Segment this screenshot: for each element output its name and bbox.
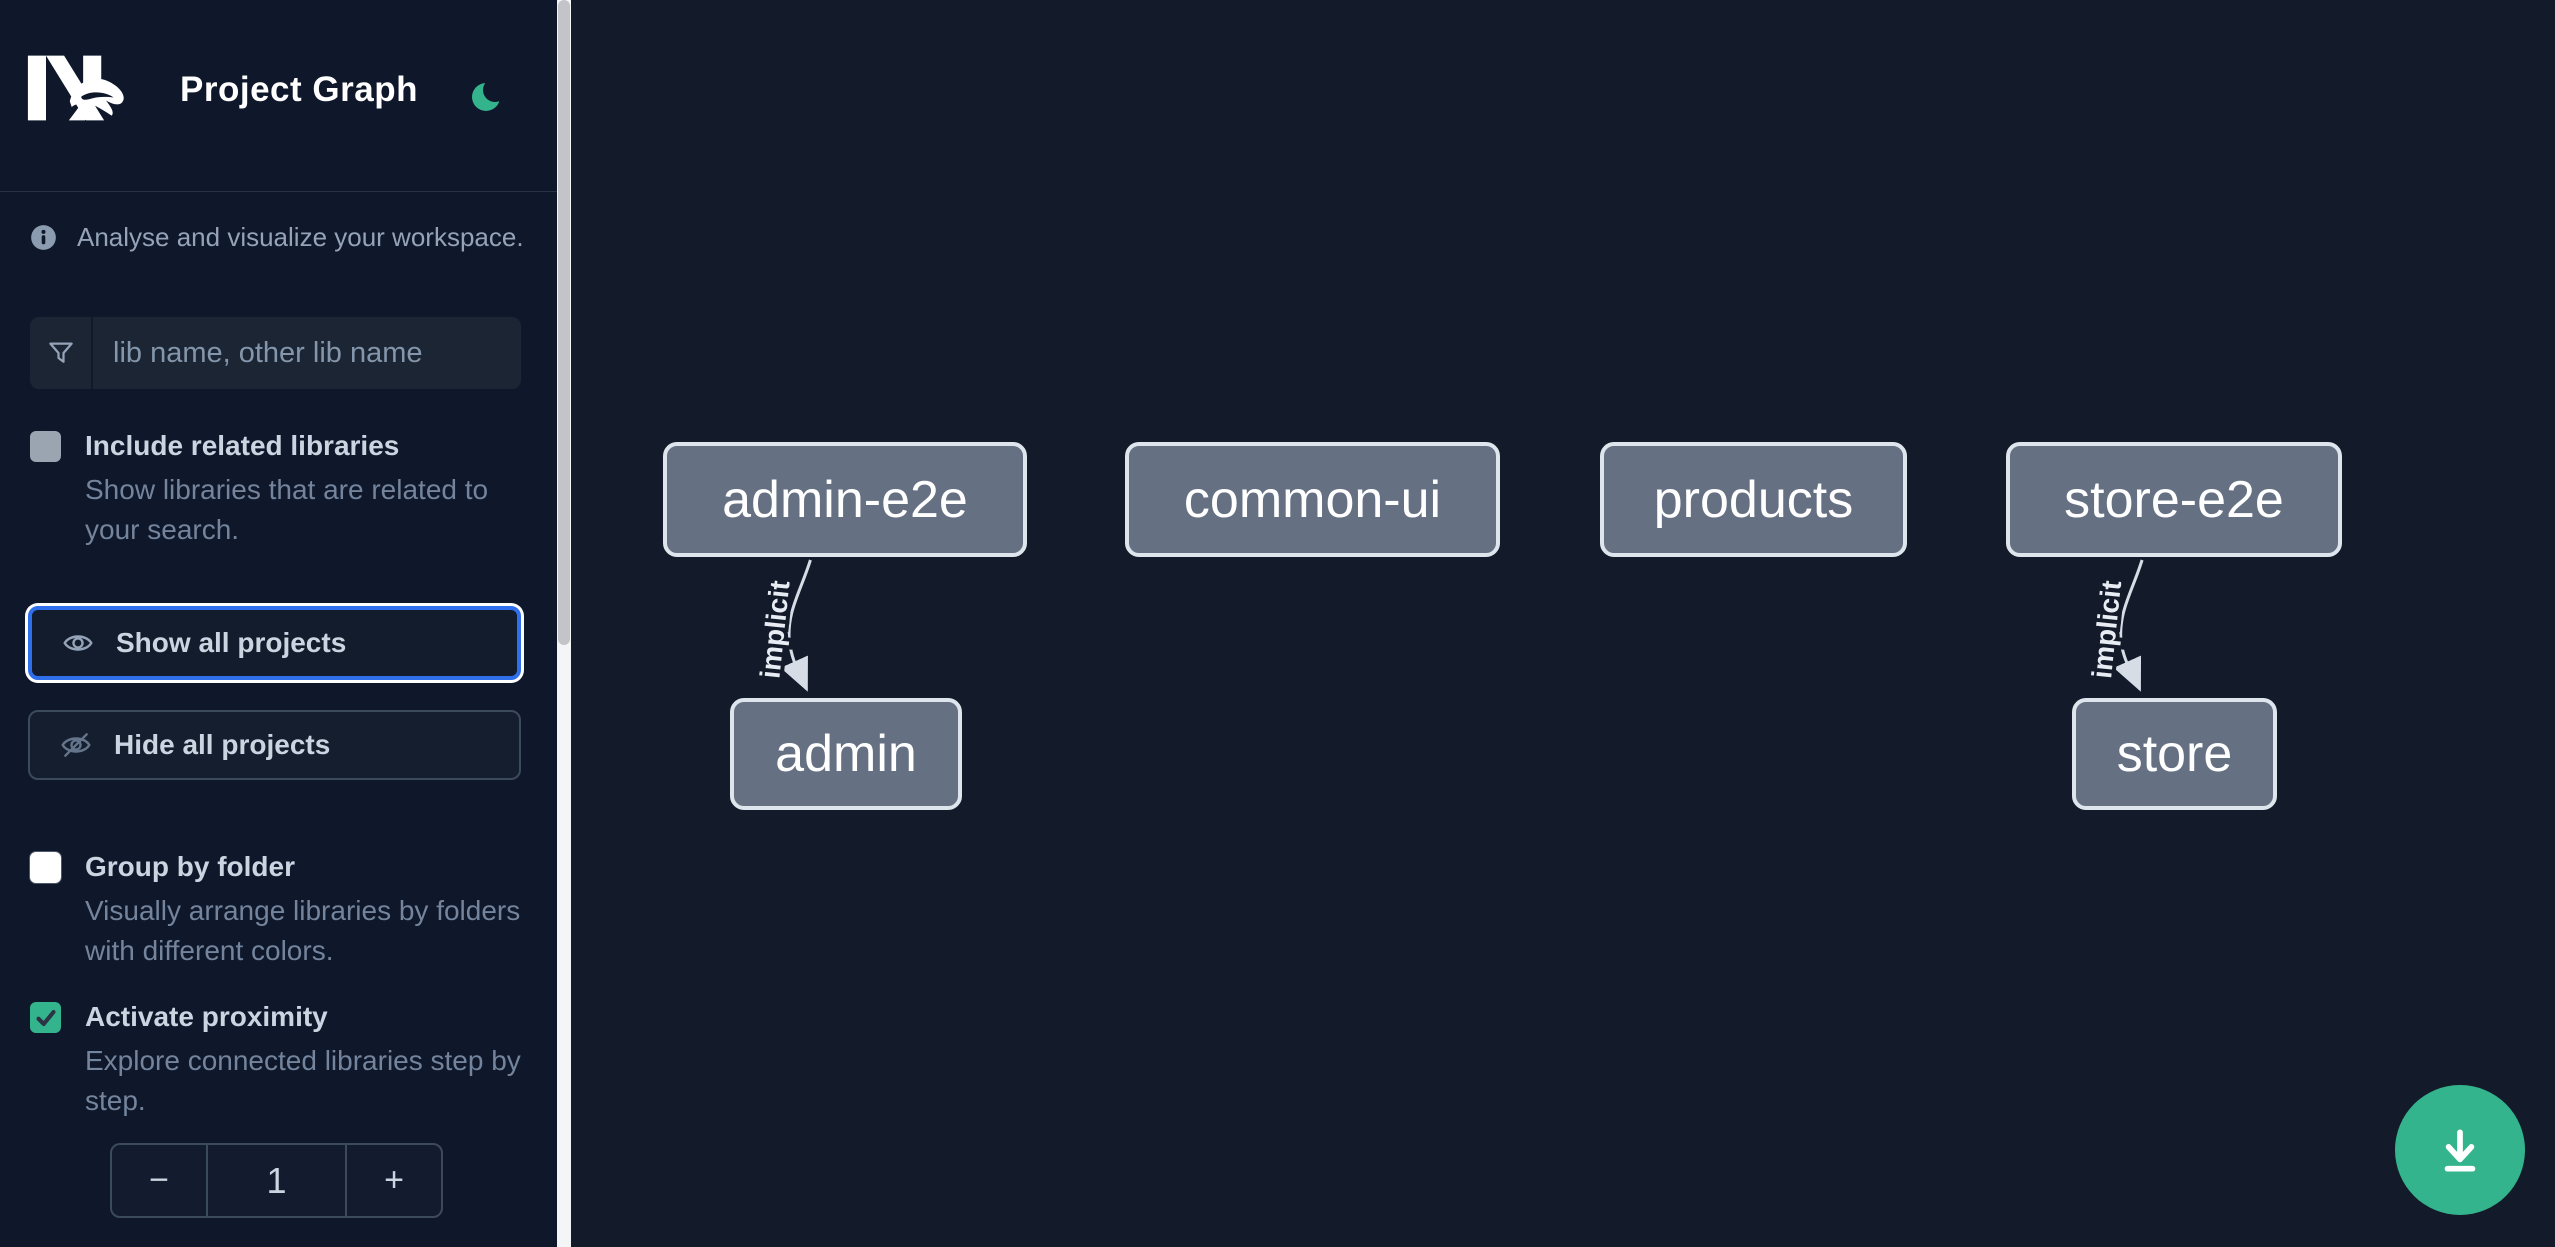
sidebar-header: Project Graph — [0, 0, 557, 192]
activate-proximity-description: Explore connected libraries step by step… — [85, 1045, 521, 1116]
filter-box — [30, 317, 521, 389]
workspace-tagline: Analyse and visualize your workspace. — [77, 222, 524, 252]
eye-off-icon — [61, 733, 91, 757]
include-related-label: Include related libraries — [85, 430, 400, 461]
proximity-decrement-button[interactable]: − — [112, 1145, 208, 1216]
show-all-projects-label: Show all projects — [116, 627, 347, 658]
sidebar-scrollbar-track[interactable] — [557, 0, 571, 1247]
filter-input[interactable] — [93, 317, 521, 389]
edge-label: implicit — [2086, 579, 2127, 680]
graph-node-admin[interactable]: admin — [730, 698, 962, 810]
graph-node-products[interactable]: products — [1600, 442, 1907, 557]
activate-proximity-row: Activate proximity Explore connected lib… — [30, 1000, 525, 1121]
proximity-value: 1 — [266, 1159, 287, 1201]
graph-node-admin-e2e[interactable]: admin-e2e — [663, 442, 1027, 557]
check-icon — [35, 1009, 56, 1026]
group-by-folder-row: Group by folder Visually arrange librari… — [30, 850, 525, 971]
hide-all-projects-label: Hide all projects — [114, 729, 331, 760]
graph-node-store-e2e[interactable]: store-e2e — [2006, 442, 2342, 557]
download-fab[interactable] — [2395, 1085, 2525, 1215]
graph-node-store[interactable]: store — [2072, 698, 2277, 810]
graph-canvas[interactable]: implicit implicit admin-e2e common-ui produc… — [571, 0, 2555, 1247]
filter-icon-cell — [30, 317, 93, 389]
page-title: Project Graph — [180, 70, 418, 109]
sidebar: Project Graph Analyse and visualize your… — [0, 0, 557, 1247]
edge-label: implicit — [754, 579, 795, 680]
info-icon — [31, 225, 56, 250]
include-related-row: Include related libraries Show libraries… — [30, 429, 525, 550]
nx-logo — [27, 55, 124, 121]
activate-proximity-checkbox[interactable] — [30, 1002, 61, 1033]
hide-all-projects-button[interactable]: Hide all projects — [28, 710, 521, 780]
show-all-projects-button[interactable]: Show all projects — [28, 606, 521, 680]
eye-icon — [63, 635, 93, 651]
activate-proximity-label: Activate proximity — [85, 1001, 328, 1032]
include-related-description: Show libraries that are related to your … — [85, 474, 489, 545]
group-by-folder-description: Visually arrange libraries by folders wi… — [85, 895, 521, 966]
proximity-increment-button[interactable]: + — [345, 1145, 441, 1216]
tagline-row: Analyse and visualize your workspace. — [30, 222, 524, 253]
graph-node-common-ui[interactable]: common-ui — [1125, 442, 1500, 557]
graph-edges-layer: implicit implicit — [750, 559, 2144, 692]
include-related-checkbox[interactable] — [30, 431, 61, 462]
download-icon — [2444, 1129, 2476, 1172]
proximity-stepper: − 1 + — [110, 1143, 443, 1218]
sidebar-scrollbar-thumb[interactable] — [558, 0, 570, 645]
edge-admin-e2e-admin — [780, 559, 812, 692]
theme-moon-icon[interactable] — [470, 78, 506, 114]
group-by-folder-checkbox[interactable] — [30, 852, 61, 883]
funnel-icon — [48, 342, 73, 363]
group-by-folder-label: Group by folder — [85, 851, 295, 882]
edge-store-e2e-store — [2113, 559, 2144, 692]
